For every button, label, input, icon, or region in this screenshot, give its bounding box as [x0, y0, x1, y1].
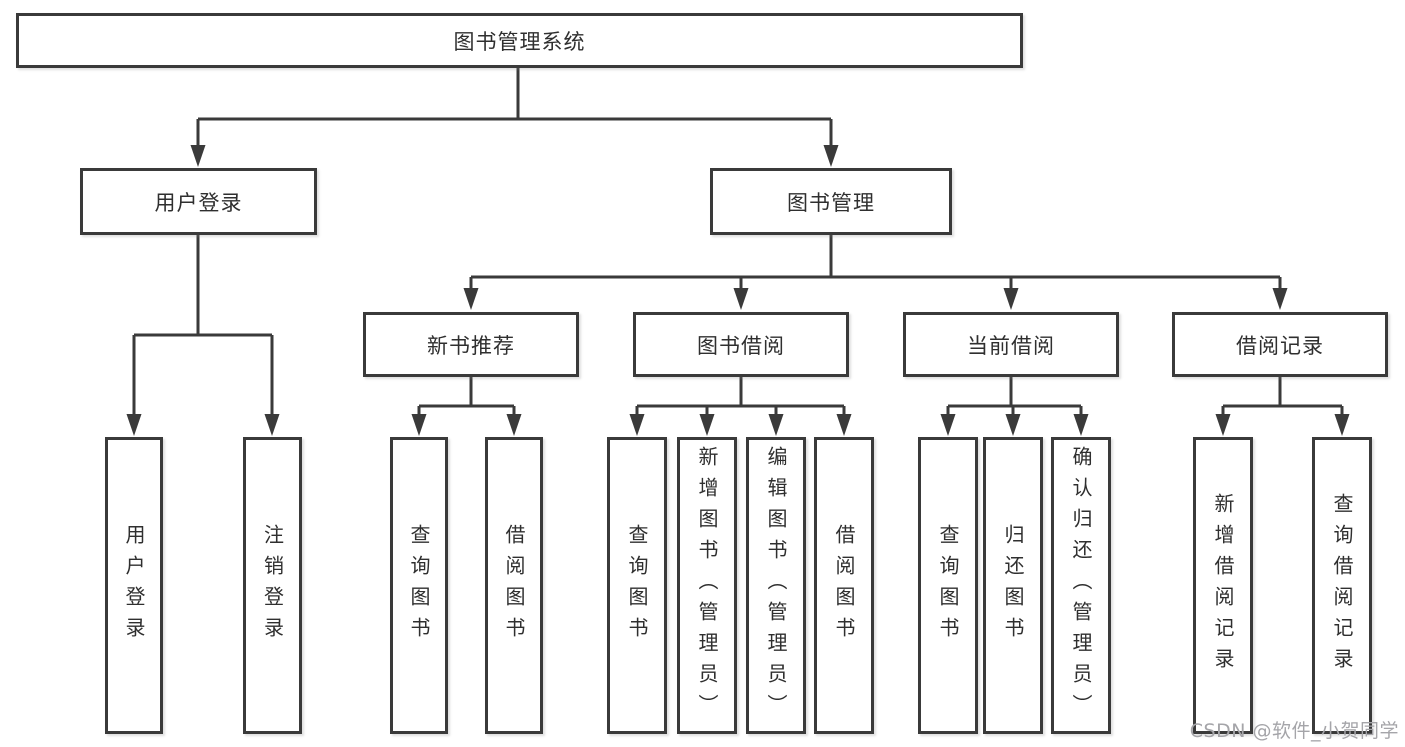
node-label: 归还图书: [1001, 523, 1025, 648]
node-book-management: 图书管理: [710, 168, 952, 235]
node-label: 注销登录: [260, 523, 285, 648]
node-label: 借阅记录: [1236, 333, 1324, 358]
arrowhead-icon: [506, 414, 522, 436]
node-label: 新增借阅记录: [1211, 492, 1235, 679]
arrowhead-icon: [411, 414, 427, 436]
leaf-add-book-admin: 新增图书（管理员）: [677, 437, 737, 734]
arrowhead-icon: [1215, 414, 1231, 436]
leaf-borrow-books-borrow: 借阅图书: [814, 437, 874, 734]
node-label: 图书借阅: [697, 333, 785, 358]
node-label: 用户登录: [154, 190, 243, 215]
node-label: 用户登录: [122, 523, 146, 648]
arrowhead-icon: [1003, 288, 1019, 310]
leaf-edit-book-admin: 编辑图书（管理员）: [746, 437, 806, 734]
node-label: 查询图书: [936, 523, 960, 648]
node-label: 借阅图书: [502, 523, 526, 648]
csdn-watermark: CSDN @软件_小贺同学: [1189, 720, 1399, 742]
node-label: 图书管理: [787, 190, 875, 215]
node-label: 查询借阅记录: [1330, 492, 1354, 679]
node-borrowing-records: 借阅记录: [1172, 312, 1388, 377]
node-label: 当前借阅: [967, 333, 1055, 358]
arrowhead-icon: [264, 414, 280, 436]
leaf-confirm-return-admin: 确认归还（管理员）: [1051, 437, 1111, 734]
arrowhead-icon: [768, 414, 784, 436]
node-user-login: 用户登录: [80, 168, 317, 235]
node-label: 新增图书（管理员）: [695, 446, 719, 725]
node-label: 查询图书: [625, 523, 649, 648]
arrowhead-icon: [836, 414, 852, 436]
leaf-query-books-borrow: 查询图书: [607, 437, 667, 734]
node-label: 查询图书: [407, 523, 431, 648]
arrowhead-icon: [190, 145, 206, 167]
arrowhead-icon: [463, 288, 479, 310]
leaf-query-books-recommend: 查询图书: [390, 437, 448, 734]
leaf-query-books-current: 查询图书: [918, 437, 978, 734]
arrowhead-icon: [629, 414, 645, 436]
leaf-add-borrow-record: 新增借阅记录: [1193, 437, 1253, 734]
tree-edges: [132, 68, 1344, 418]
arrowhead-icon: [940, 414, 956, 436]
arrowhead-icon: [1073, 414, 1089, 436]
node-current-borrowing: 当前借阅: [903, 312, 1119, 377]
node-label: 图书管理系统: [453, 29, 586, 54]
arrowhead-icon: [733, 288, 749, 310]
arrowhead-icon: [126, 414, 142, 436]
arrowhead-icon: [699, 414, 715, 436]
arrowhead-icon: [1005, 414, 1021, 436]
arrowhead-icon: [823, 145, 839, 167]
node-label: 编辑图书（管理员）: [764, 446, 788, 725]
leaf-query-borrow-record: 查询借阅记录: [1312, 437, 1372, 734]
leaf-logout: 注销登录: [243, 437, 302, 734]
node-book-borrowing: 图书借阅: [633, 312, 849, 377]
node-label: 新书推荐: [427, 333, 515, 358]
arrowhead-icon: [1272, 288, 1288, 310]
leaf-borrow-books-recommend: 借阅图书: [485, 437, 543, 734]
arrowhead-icon: [1334, 414, 1350, 436]
node-label: 确认归还（管理员）: [1069, 446, 1093, 725]
node-label: 借阅图书: [832, 523, 856, 648]
node-book-management-system: 图书管理系统: [16, 13, 1023, 68]
leaf-user-login: 用户登录: [105, 437, 163, 734]
node-new-book-recommendation: 新书推荐: [363, 312, 579, 377]
leaf-return-books: 归还图书: [983, 437, 1043, 734]
